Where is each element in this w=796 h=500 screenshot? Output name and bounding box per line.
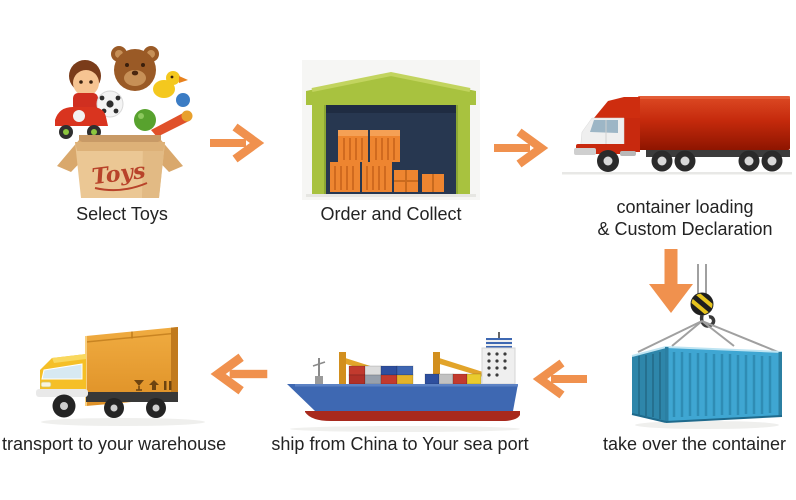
- box-toys-label: Toys: [90, 158, 146, 190]
- truck-wheels: [52, 394, 166, 418]
- label-line-2: & Custom Declaration: [597, 219, 773, 239]
- flow-arrow-right-icon: [208, 121, 268, 165]
- station-transport-to-warehouse: [28, 322, 218, 428]
- warehouse-cargo-boxes: [330, 130, 444, 192]
- truck-cab: [36, 354, 178, 402]
- step-label-container-loading: container loading & Custom Declaration: [575, 196, 795, 240]
- flow-arrow-right-icon: [492, 126, 552, 170]
- crane-hook-icon: [637, 264, 779, 353]
- station-order-and-collect: [302, 60, 480, 200]
- ship-hull: [287, 384, 520, 421]
- crane-hook-container-illustration: [631, 264, 783, 429]
- semi-truck-illustration: [562, 96, 792, 175]
- toy-box-illustration: Toys: [55, 46, 193, 198]
- step-label-transport-to-warehouse: transport to your warehouse: [2, 434, 227, 454]
- step-label-select-toys: Select Toys: [76, 204, 168, 224]
- label-line-1: container loading: [616, 197, 754, 217]
- truck-wheels: [597, 150, 783, 172]
- step-label-ship-from-china: ship from China to Your sea port: [271, 434, 529, 454]
- handling-symbols: [134, 380, 172, 391]
- delivery-truck-illustration: [36, 327, 205, 426]
- cardboard-box: Toys: [57, 135, 183, 198]
- station-container-loading: [562, 88, 792, 180]
- station-take-over-container: [612, 264, 792, 432]
- flow-arrow-left-icon: [528, 357, 590, 401]
- warehouse-illustration: [302, 60, 480, 200]
- toys-pile: [55, 46, 193, 139]
- station-select-toys: Toys: [45, 40, 195, 202]
- step-label-order-and-collect: Order and Collect: [320, 204, 462, 224]
- step-label-take-over-container: take over the container: [602, 434, 787, 454]
- station-ship-from-china: [285, 332, 520, 434]
- shipping-container: [631, 345, 783, 423]
- cargo-ship-illustration: [287, 332, 520, 432]
- deck-containers: [348, 365, 482, 385]
- ship-superstructure: [481, 332, 516, 385]
